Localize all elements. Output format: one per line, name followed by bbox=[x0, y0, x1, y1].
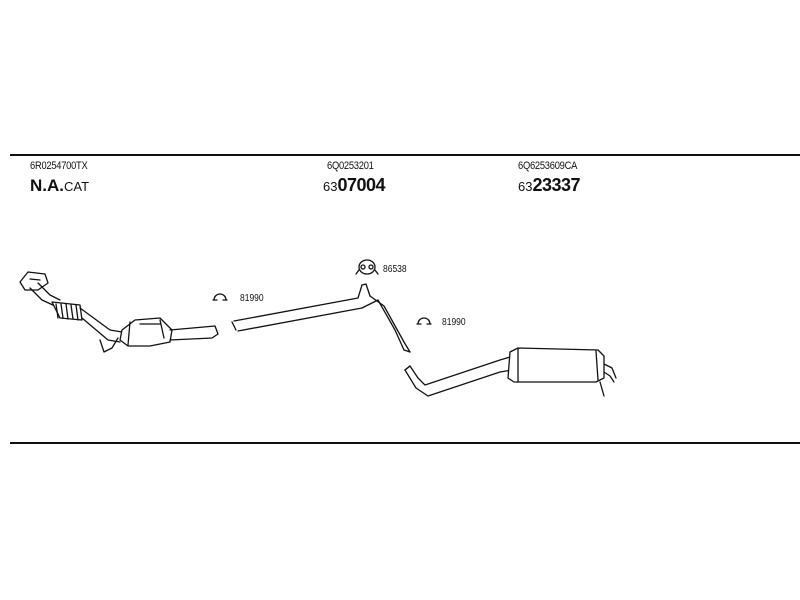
middle-pipe-oe-number: 6Q0253201 bbox=[327, 160, 374, 172]
rear-silencer-drawing bbox=[404, 347, 617, 397]
catalytic-oe-number: 6R0254700TX bbox=[30, 160, 88, 172]
bottom-divider bbox=[10, 442, 800, 444]
middle-pipe-part-number: 6307004 bbox=[323, 175, 386, 196]
rubber-hanger-icon bbox=[355, 259, 379, 275]
middle-pipe-number: 07004 bbox=[337, 175, 386, 195]
clamp-right-icon bbox=[416, 317, 432, 325]
catalytic-type-label: N.A.CAT bbox=[30, 176, 89, 196]
catalytic-type-sub: CAT bbox=[64, 179, 90, 194]
rear-silencer-part-number: 6323337 bbox=[518, 175, 581, 196]
clamp-right-ref: 81990 bbox=[442, 317, 466, 328]
clamp-left-ref: 81990 bbox=[240, 293, 264, 304]
catalytic-converter-drawing bbox=[19, 271, 219, 353]
bracket-ref: 86538 bbox=[383, 264, 407, 275]
rear-silencer-prefix: 63 bbox=[518, 179, 533, 194]
middle-pipe-prefix: 63 bbox=[323, 179, 338, 194]
rear-silencer-number: 23337 bbox=[532, 175, 581, 195]
clamp-left-icon bbox=[212, 293, 228, 301]
middle-pipe-drawing bbox=[231, 283, 411, 353]
catalytic-type-main: N.A. bbox=[30, 176, 64, 195]
rear-silencer-oe-number: 6Q6253609CA bbox=[518, 160, 578, 172]
top-divider bbox=[10, 154, 800, 156]
